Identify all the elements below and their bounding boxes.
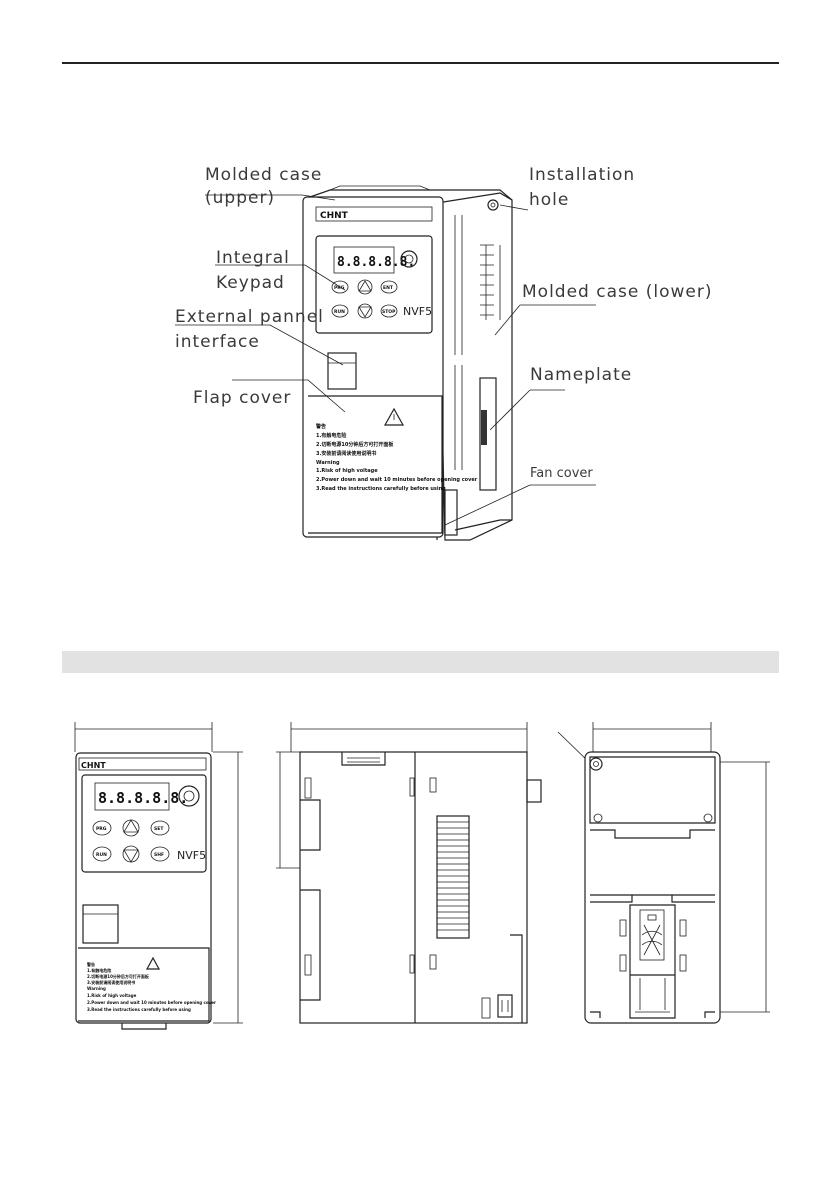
svg-text:SHF: SHF	[154, 852, 164, 858]
svg-text:警告: 警告	[86, 961, 95, 967]
warning-triangle-icon	[383, 407, 405, 426]
svg-text:NVF5: NVF5	[177, 849, 206, 862]
svg-text:8.8.8.8.8.: 8.8.8.8.8.	[98, 789, 188, 807]
back-view	[557, 722, 770, 1024]
button-ent: ENT	[383, 285, 394, 291]
header-rule	[62, 62, 779, 64]
callout-nameplate: Nameplate	[530, 365, 632, 385]
display-digits: 8.8.8.8.8.	[337, 255, 415, 270]
callout-molded-case-upper-2: (upper)	[205, 188, 275, 208]
section-title-band	[62, 651, 779, 673]
warning-text-block: 警告 1.有触电危险 2.切断电源10分钟后方可打开面板 3.安装前请阅读使用说…	[315, 423, 478, 492]
svg-text:3.Read the instructions carefu: 3.Read the instructions carefully before…	[316, 486, 446, 492]
callout-flap-cover: Flap cover	[193, 388, 291, 408]
callout-external-panel-2: interface	[175, 332, 260, 352]
svg-text:SET: SET	[154, 826, 164, 832]
model-label: NVF5	[403, 305, 432, 318]
callout-molded-case-upper: Molded case	[205, 165, 322, 185]
svg-text:2.切断电源10分钟后方可打开面板: 2.切断电源10分钟后方可打开面板	[316, 441, 394, 448]
svg-text:3.安装前请阅读使用说明书: 3.安装前请阅读使用说明书	[87, 979, 135, 985]
svg-text:3.安装前请阅读使用说明书: 3.安装前请阅读使用说明书	[316, 450, 376, 457]
callout-installation-hole: Installation	[529, 165, 635, 185]
svg-text:1.有触电危险: 1.有触电危险	[316, 432, 347, 439]
callout-external-panel: External pannel	[175, 307, 324, 327]
isometric-view: CHNT 8.8.8.8.8. PRG ENT RUN STOP NVF5 警告…	[175, 165, 712, 541]
callout-fan-cover: Fan cover	[530, 466, 593, 481]
svg-text:警告: 警告	[315, 423, 326, 430]
button-stop: STOP	[382, 309, 396, 315]
front-view: CHNT 8.8.8.8.8. PRG SET RUN SHF NVF5 警告 …	[74, 722, 243, 1030]
svg-text:2.切断电源10分钟后方可打开面板: 2.切断电源10分钟后方可打开面板	[87, 973, 150, 979]
svg-text:Warning: Warning	[87, 986, 106, 991]
nameplate	[479, 377, 497, 491]
svg-text:1.Risk of high voltage: 1.Risk of high voltage	[87, 993, 137, 998]
svg-text:2.Power down and wait 10 minut: 2.Power down and wait 10 minutes before …	[87, 1000, 216, 1005]
svg-text:1.有触电危险: 1.有触电危险	[87, 967, 112, 973]
svg-text:2.Power down and wait 10 minut: 2.Power down and wait 10 minutes before …	[316, 477, 478, 483]
svg-text:RUN: RUN	[96, 852, 107, 858]
svg-text:CHNT: CHNT	[81, 761, 106, 770]
svg-text:PRG: PRG	[96, 826, 107, 832]
button-run: RUN	[334, 309, 345, 315]
callout-installation-hole-2: hole	[529, 190, 569, 210]
integral-keypad	[315, 235, 433, 334]
svg-text:Warning: Warning	[316, 460, 340, 466]
side-view	[276, 722, 542, 1024]
external-panel-interface	[327, 352, 357, 390]
brand-label: CHNT	[320, 211, 349, 221]
button-prg: PRG	[334, 285, 345, 291]
fan-cover	[444, 489, 458, 536]
installation-hole	[487, 199, 499, 211]
svg-text:1.Risk of high voltage: 1.Risk of high voltage	[316, 468, 378, 474]
callout-integral-keypad-2: Keypad	[216, 273, 285, 293]
callout-molded-case-lower: Molded case (lower)	[522, 282, 712, 302]
callout-integral-keypad: Integral	[216, 248, 290, 268]
svg-text:3.Read the instructions carefu: 3.Read the instructions carefully before…	[87, 1007, 191, 1012]
